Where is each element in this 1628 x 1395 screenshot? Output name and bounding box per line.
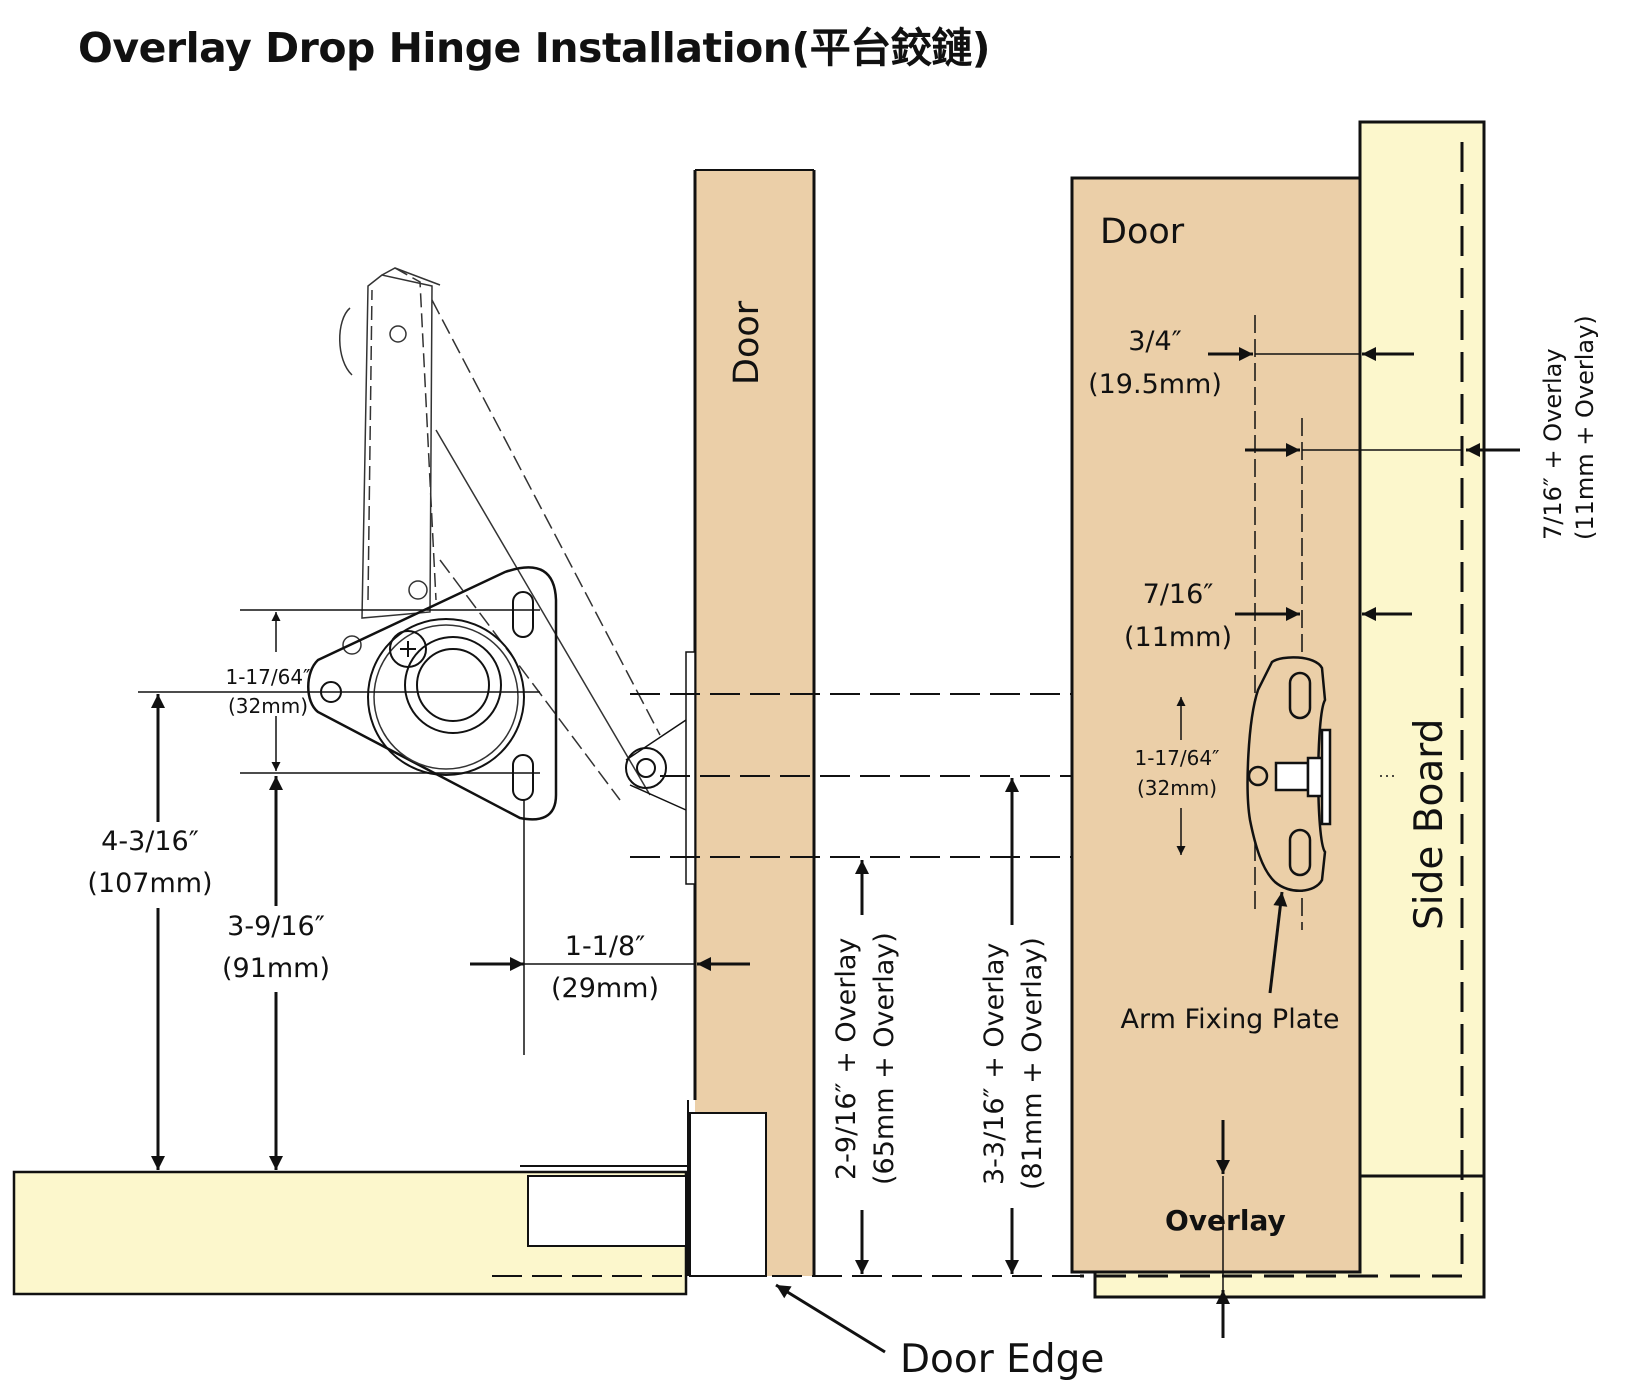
dim-overlay-offset-metric: (11mm + Overlay): [1571, 315, 1599, 540]
left-mount-block: [527, 1175, 687, 1247]
right-hole-spacing-metric: (32mm): [1137, 776, 1217, 800]
page-title: Overlay Drop Hinge Installation(平台鉸鏈): [78, 24, 990, 72]
dim-top-hole-imperial: 3-9/16″: [227, 911, 325, 942]
dim-plate-high-imperial: 3-3/16″ + Overlay: [979, 943, 1010, 1185]
dim-edge-offset-metric: (19.5mm): [1088, 369, 1222, 400]
left-door: [695, 170, 814, 1276]
dim-plate-high-metric: (81mm + Overlay): [1017, 937, 1048, 1190]
dim-plate-low-metric: (65mm + Overlay): [869, 932, 900, 1185]
left-hole-spacing-imperial: 1-17/64″: [225, 665, 310, 689]
dim-bottom-hole-metric: (107mm): [87, 868, 212, 899]
right-side-board: [1358, 120, 1486, 1299]
dim-plate-offset-imperial: 7/16″: [1143, 579, 1214, 610]
dim-overlay-offset-imperial: 7/16″ + Overlay: [1539, 348, 1567, 540]
right-door-label: Door: [1100, 212, 1185, 252]
dim-edge-offset-imperial: 3/4″: [1128, 326, 1182, 357]
dim-bottom-hole-imperial: 4-3/16″: [101, 826, 199, 857]
arm-fixing-plate: [1246, 656, 1332, 892]
door-edge-label: Door Edge: [900, 1337, 1104, 1382]
dim-offset-metric: (29mm): [551, 973, 659, 1004]
right-hole-spacing-imperial: 1-17/64″: [1134, 746, 1219, 770]
dim-offset-imperial: 1-1/8″: [565, 931, 645, 962]
arm-fixing-plate-label: Arm Fixing Plate: [1121, 1004, 1340, 1035]
side-board-label: Side Board: [1407, 719, 1452, 930]
left-arm-plate-side: [685, 651, 696, 885]
dim-plate-low-imperial: 2-9/16″ + Overlay: [831, 938, 862, 1180]
hinge-mechanism: [307, 267, 687, 821]
overlay-label: Overlay: [1165, 1204, 1286, 1237]
left-door-label: Door: [727, 300, 767, 385]
dim-plate-offset-metric: (11mm): [1124, 622, 1232, 653]
left-door-hinge-block: [689, 1112, 767, 1277]
dim-top-hole-metric: (91mm): [222, 953, 330, 984]
left-hole-spacing-metric: (32mm): [228, 694, 308, 718]
